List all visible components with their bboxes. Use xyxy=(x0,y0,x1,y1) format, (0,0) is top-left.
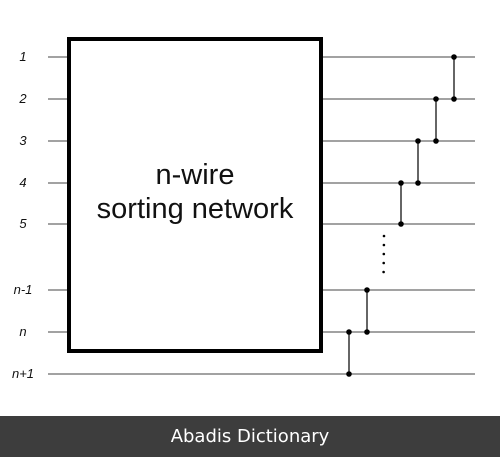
comparator xyxy=(415,138,421,186)
comparator-node xyxy=(415,138,421,144)
comparator xyxy=(364,287,370,335)
ellipsis-dot xyxy=(382,270,385,274)
wire-label: 5 xyxy=(19,216,27,231)
wire-label: 3 xyxy=(19,133,27,148)
footer-text: Abadis Dictionary xyxy=(170,426,330,447)
sorting-network-diagram xyxy=(48,37,475,377)
wire-label: n-1 xyxy=(13,282,33,297)
sorting-network-box xyxy=(67,37,323,353)
comparator xyxy=(451,54,457,102)
wire-label: 4 xyxy=(19,175,27,190)
box-title-line-1: n-wire xyxy=(155,159,235,191)
comparator-node xyxy=(346,329,352,335)
comparator xyxy=(346,329,352,377)
wire-label: n xyxy=(19,324,27,339)
comparator-node xyxy=(451,96,457,102)
comparator-node xyxy=(415,180,421,186)
comparator-node xyxy=(433,138,439,144)
ellipsis-dot xyxy=(382,252,386,256)
comparator-node xyxy=(433,96,439,102)
comparator-node xyxy=(346,371,352,377)
ellipsis-dot xyxy=(382,234,386,238)
comparator-group xyxy=(346,54,457,377)
comparator-node xyxy=(398,180,404,186)
comparator xyxy=(398,180,404,227)
ellipsis-dot xyxy=(382,261,386,265)
box-title-line-2: sorting network xyxy=(96,193,294,225)
wire-label: 2 xyxy=(19,91,27,106)
box-title: n-wire sorting network xyxy=(70,158,320,226)
comparator-node xyxy=(364,287,370,293)
ellipsis-dots xyxy=(382,234,386,274)
comparator-node xyxy=(364,329,370,335)
wire-label: 1 xyxy=(19,49,27,64)
wire-label: n+1 xyxy=(11,366,35,381)
footer-bar: Abadis Dictionary xyxy=(0,416,500,457)
ellipsis-dot xyxy=(382,243,386,247)
comparator xyxy=(433,96,439,144)
comparator-node xyxy=(398,221,404,227)
comparator-node xyxy=(451,54,457,60)
